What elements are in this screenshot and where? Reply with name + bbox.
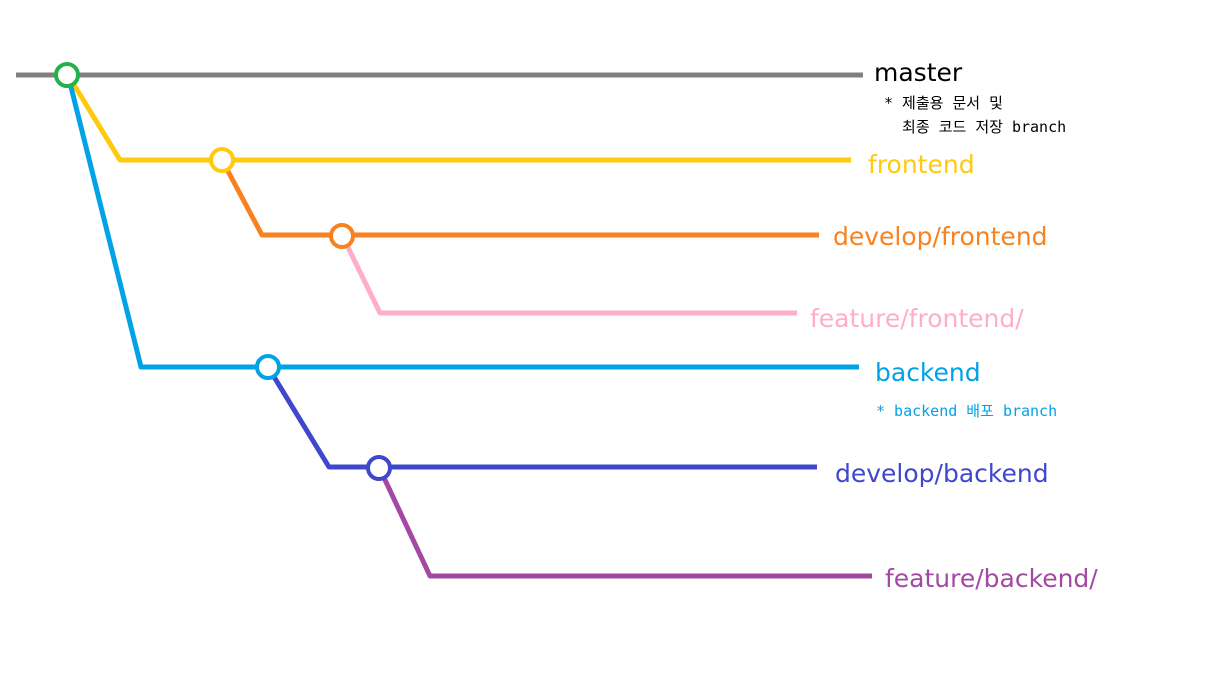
branch-line-feature-frontend: [339, 233, 797, 316]
branch-label-feature-backend: feature/backend/: [885, 564, 1098, 593]
branch-line-feature-backend: [376, 465, 872, 579]
branch-note-backend: * backend 배포 branch: [876, 402, 1057, 420]
branch-label-develop-frontend: develop/frontend: [833, 222, 1048, 251]
branch-line-backend: [65, 74, 859, 370]
branch-label-backend: backend: [875, 358, 981, 387]
branch-note-master-line1: * 제출용 문서 및: [884, 94, 1003, 112]
branch-line-develop-backend: [265, 365, 817, 470]
branch-line-frontend: [65, 73, 851, 163]
node-develop-frontend: [329, 223, 355, 249]
branch-label-frontend: frontend: [868, 150, 975, 179]
node-develop-backend: [366, 455, 392, 481]
node-backend: [255, 354, 281, 380]
branch-label-feature-frontend: feature/frontend/: [810, 304, 1024, 333]
node-master: [54, 62, 80, 88]
branch-label-develop-backend: develop/backend: [835, 459, 1049, 488]
branch-label-master: master: [874, 58, 963, 87]
node-frontend: [209, 147, 235, 173]
branch-note-master-line2: 최종 코드 저장 branch: [884, 118, 1066, 136]
branch-line-develop-frontend: [219, 158, 819, 238]
